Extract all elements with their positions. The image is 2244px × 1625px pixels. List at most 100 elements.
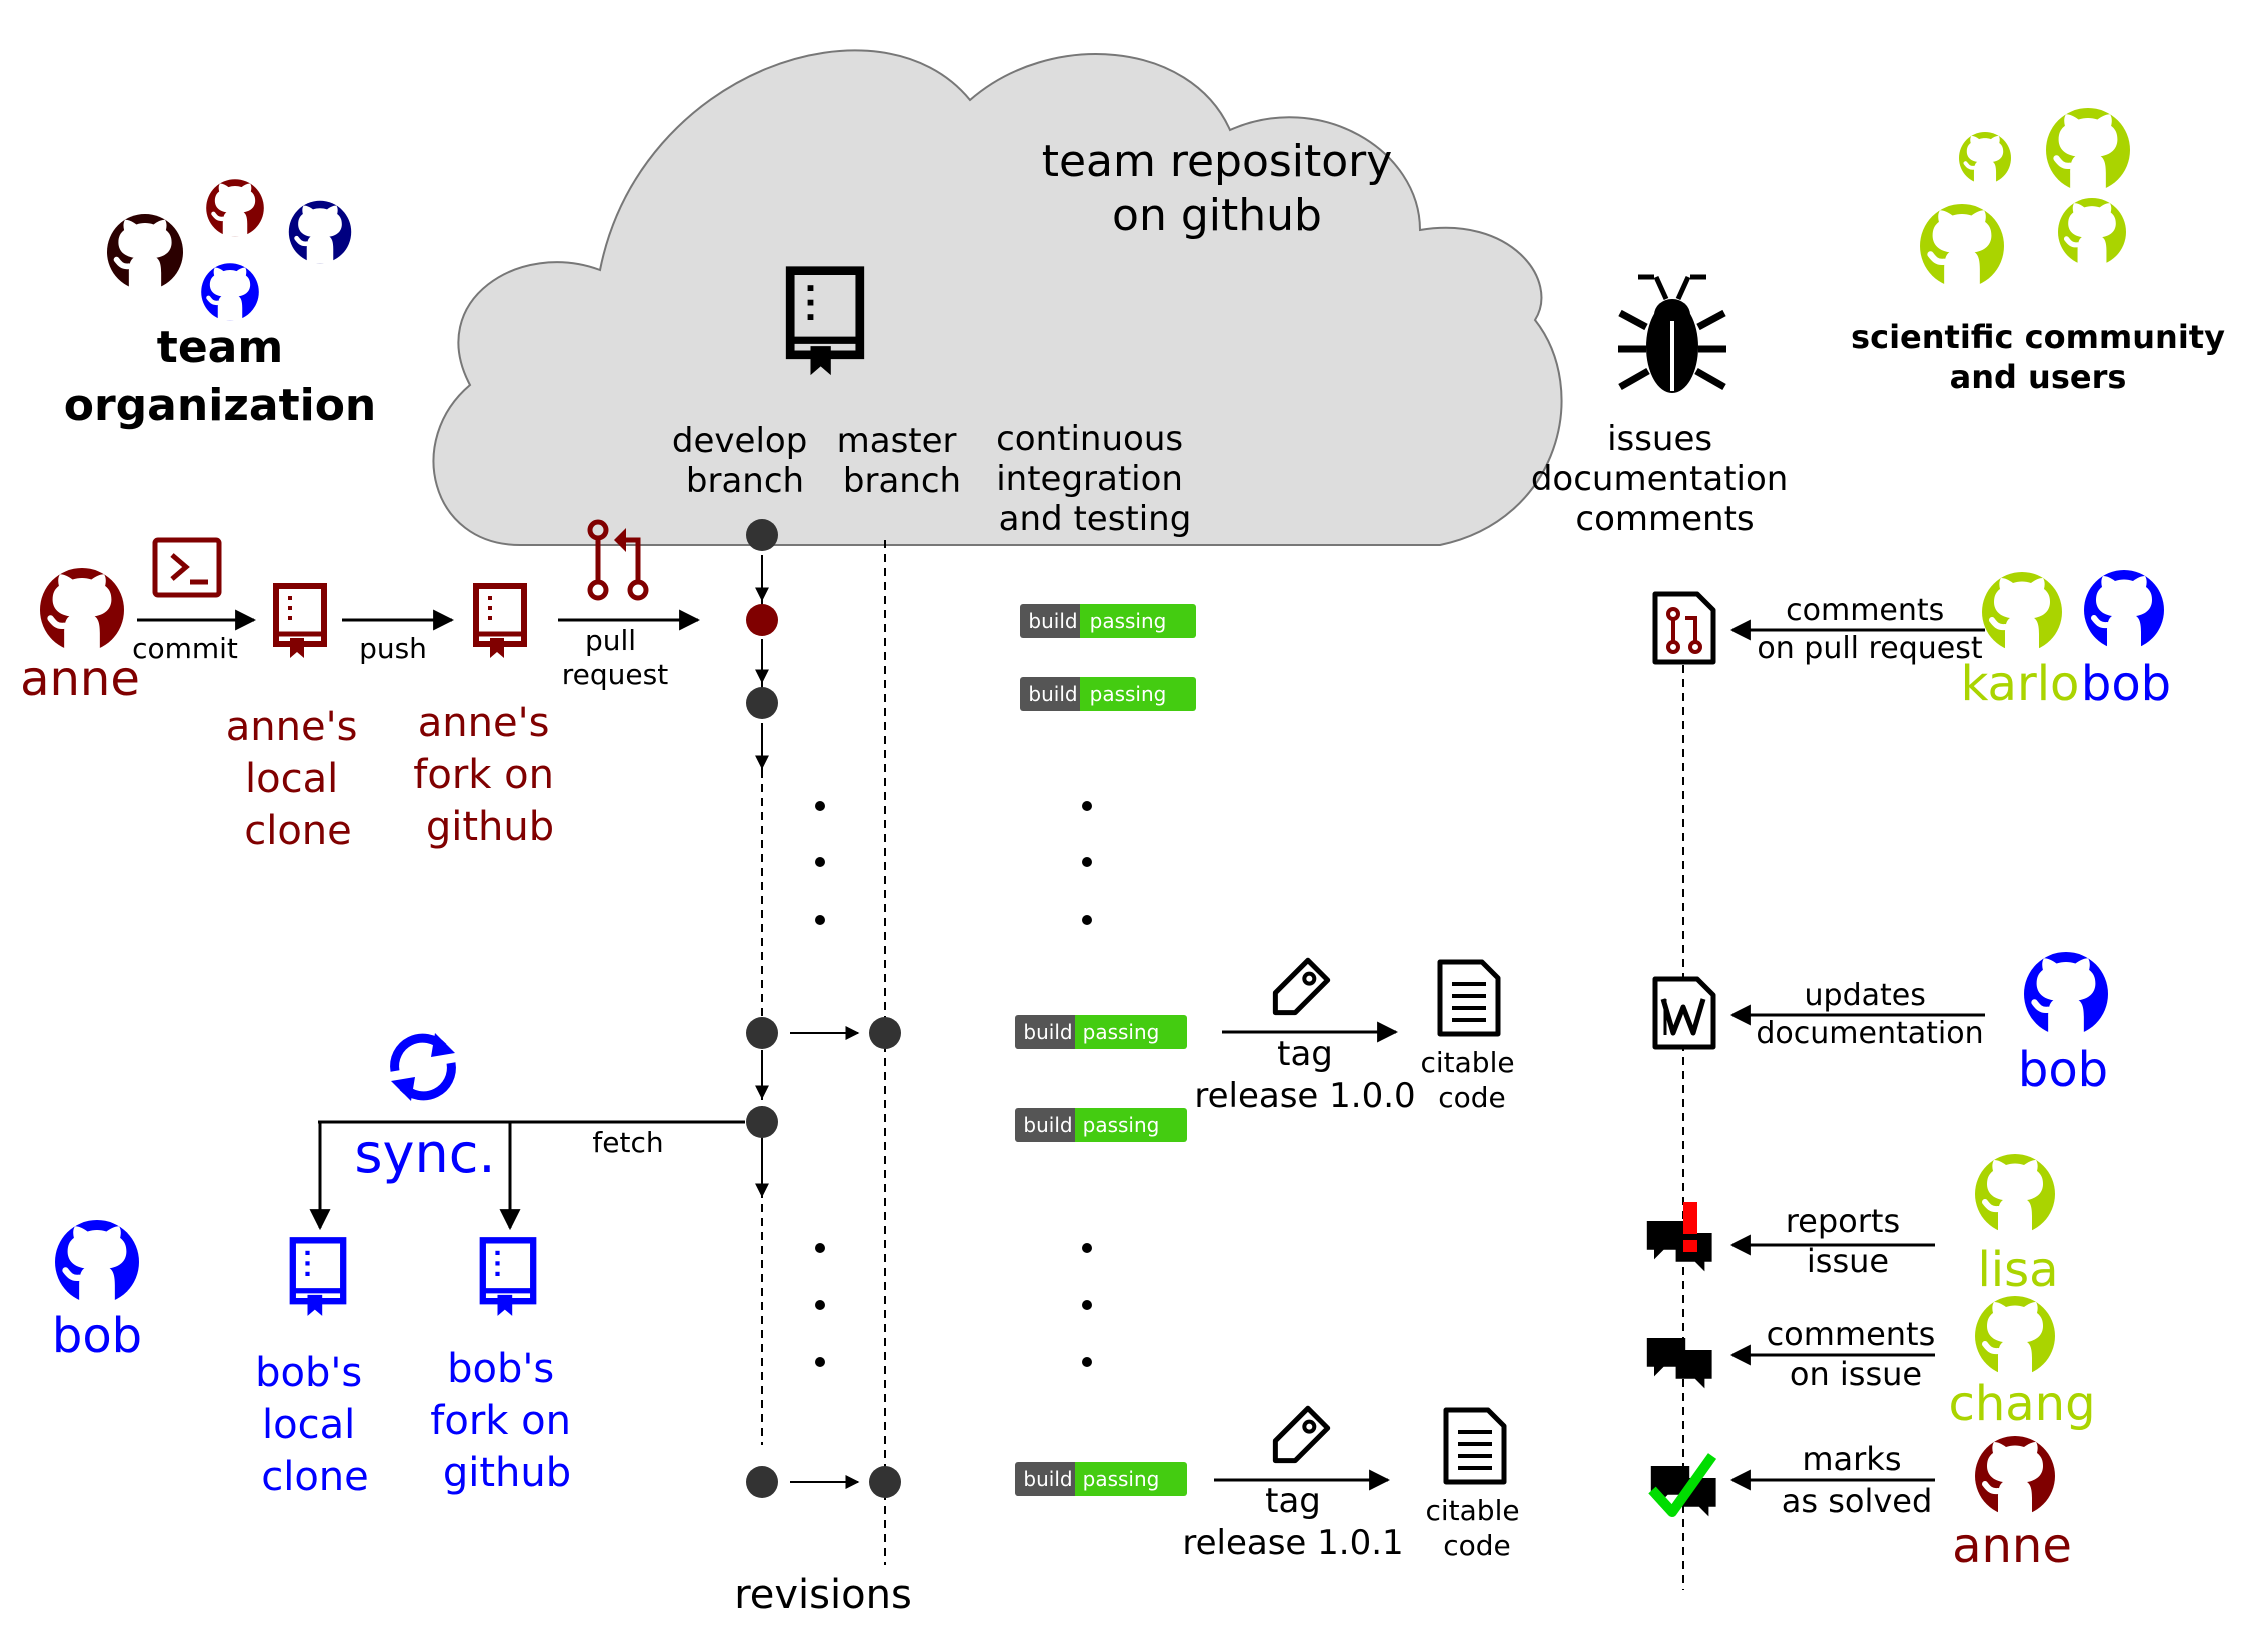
revisions-label: revisions xyxy=(734,1572,912,1618)
develop-line2: branch xyxy=(686,461,804,501)
anne-local-clone-label: anne's local clone xyxy=(226,704,370,854)
master-node xyxy=(869,1466,901,1498)
build-badge: build passing xyxy=(1015,1108,1187,1142)
bob-avatar-icon xyxy=(55,1220,139,1304)
master-line2: branch xyxy=(843,461,961,501)
citable-code-label: citable code xyxy=(1421,1046,1524,1114)
pull-line2: request xyxy=(562,658,668,691)
lisa-user-label: lisa xyxy=(1977,1242,2058,1298)
revision-node-pr xyxy=(746,604,778,636)
pull-request-file-icon xyxy=(1652,591,1716,665)
exclamation-icon xyxy=(1683,1202,1697,1252)
build-badge: build passing xyxy=(1020,604,1196,638)
release-label: release 1.0.1 xyxy=(1182,1523,1403,1563)
revision-node xyxy=(746,1106,778,1138)
sync-icon xyxy=(390,1033,456,1101)
wiki-file-icon xyxy=(1652,976,1716,1050)
event-label: marks as solved xyxy=(1782,1440,1933,1520)
revision-node xyxy=(746,1466,778,1498)
anne-fork-label: anne's fork on github xyxy=(413,700,566,850)
bug-icon xyxy=(1618,274,1726,393)
anne-fork-repo-icon xyxy=(476,586,524,658)
anne-fork-line1: anne's xyxy=(418,700,550,746)
tag-icon xyxy=(1272,1405,1331,1464)
badge-build-text: build xyxy=(1028,682,1077,706)
ci-line1: continuous xyxy=(996,419,1183,459)
bob-user-label: bob xyxy=(52,1308,142,1364)
bob-avatar-icon xyxy=(2024,952,2108,1036)
anne-avatar-icon xyxy=(1975,1436,2055,1516)
pull-request-label: pull request xyxy=(562,624,668,691)
citable-code-label: citable code xyxy=(1426,1494,1529,1562)
anne-clone-line1: anne's xyxy=(226,704,358,750)
master-line1: master xyxy=(837,421,957,461)
ellipsis-dots xyxy=(815,801,1092,1367)
bob-local-clone-label: bob's local clone xyxy=(255,1350,375,1500)
badge-passing-text: passing xyxy=(1090,609,1167,633)
ci-line2: integration xyxy=(996,459,1183,499)
team-member-navy-icon xyxy=(289,201,351,263)
document-icon xyxy=(1443,1407,1507,1485)
badge-passing-text: passing xyxy=(1083,1020,1160,1044)
revision-node xyxy=(746,1017,778,1049)
bob-user-label: bob xyxy=(2081,656,2171,712)
community-user-icon xyxy=(1957,130,2013,186)
build-badge: build passing xyxy=(1015,1462,1187,1496)
community-label-line2: and users xyxy=(1950,358,2127,396)
pull-request-icon xyxy=(587,519,649,601)
bob-fork-label: bob's fork on github xyxy=(430,1346,583,1496)
badge-build-text: build xyxy=(1023,1467,1072,1491)
anne-fork-line2: fork on xyxy=(413,752,554,798)
develop-line1: develop xyxy=(672,421,807,461)
release-label: release 1.0.0 xyxy=(1194,1076,1415,1116)
issues-label: issues documentation comments xyxy=(1531,419,1799,539)
event-label: updates documentation xyxy=(1756,978,1983,1051)
issues-line1: issues xyxy=(1607,419,1712,459)
badge-passing-text: passing xyxy=(1083,1113,1160,1137)
push-label: push xyxy=(359,632,427,665)
event-label: comments on issue xyxy=(1767,1315,1946,1393)
bob-fork-repo-icon xyxy=(483,1240,533,1316)
ci-line3: and testing xyxy=(999,499,1192,539)
badge-passing-text: passing xyxy=(1083,1467,1160,1491)
checkmark-icon xyxy=(1648,1453,1717,1517)
revision-node xyxy=(746,519,778,551)
bob-user-label: bob xyxy=(2018,1042,2108,1098)
chang-user-label: chang xyxy=(1948,1376,2095,1432)
community-user-icon xyxy=(2058,198,2126,266)
terminal-icon xyxy=(152,537,222,598)
badge-passing-text: passing xyxy=(1090,682,1167,706)
community-user-icon xyxy=(1920,204,2004,288)
event-label: reports issue xyxy=(1786,1202,1911,1280)
master-node xyxy=(869,1017,901,1049)
team-label-line2: organization xyxy=(64,380,377,431)
anne-fork-line3: github xyxy=(426,804,554,850)
tag-label: tag xyxy=(1277,1034,1333,1074)
bob-local-clone-repo-icon xyxy=(293,1240,343,1316)
tag-icon xyxy=(1272,957,1331,1016)
commit-label: commit xyxy=(132,632,238,665)
fetch-label: fetch xyxy=(592,1126,663,1159)
badge-build-text: build xyxy=(1023,1020,1072,1044)
issues-line2: documentation xyxy=(1531,459,1789,499)
document-icon xyxy=(1437,959,1501,1037)
community-user-icon xyxy=(2046,108,2130,192)
revision-node xyxy=(746,687,778,719)
badge-build-text: build xyxy=(1028,609,1077,633)
issue-chat-icon xyxy=(1646,1338,1712,1389)
event-label: comments on pull request xyxy=(1757,593,1982,666)
anne-avatar-icon xyxy=(40,568,124,652)
anne-local-clone-repo-icon xyxy=(276,586,324,658)
team-label-line1: team xyxy=(157,322,283,373)
cloud-shape xyxy=(432,49,1563,546)
community-label-line1: scientific community xyxy=(1851,318,2225,356)
issue-chat-alert-icon xyxy=(1646,1221,1712,1272)
chang-avatar-icon xyxy=(1975,1296,2055,1376)
team-member-blue-icon xyxy=(201,263,259,321)
anne-user-label: anne xyxy=(20,651,140,707)
badge-build-text: build xyxy=(1023,1113,1072,1137)
build-badge: build passing xyxy=(1015,1015,1187,1049)
karlo-user-label: karlo xyxy=(1961,656,2080,712)
cloud-title-line1: team repository xyxy=(1042,136,1393,187)
